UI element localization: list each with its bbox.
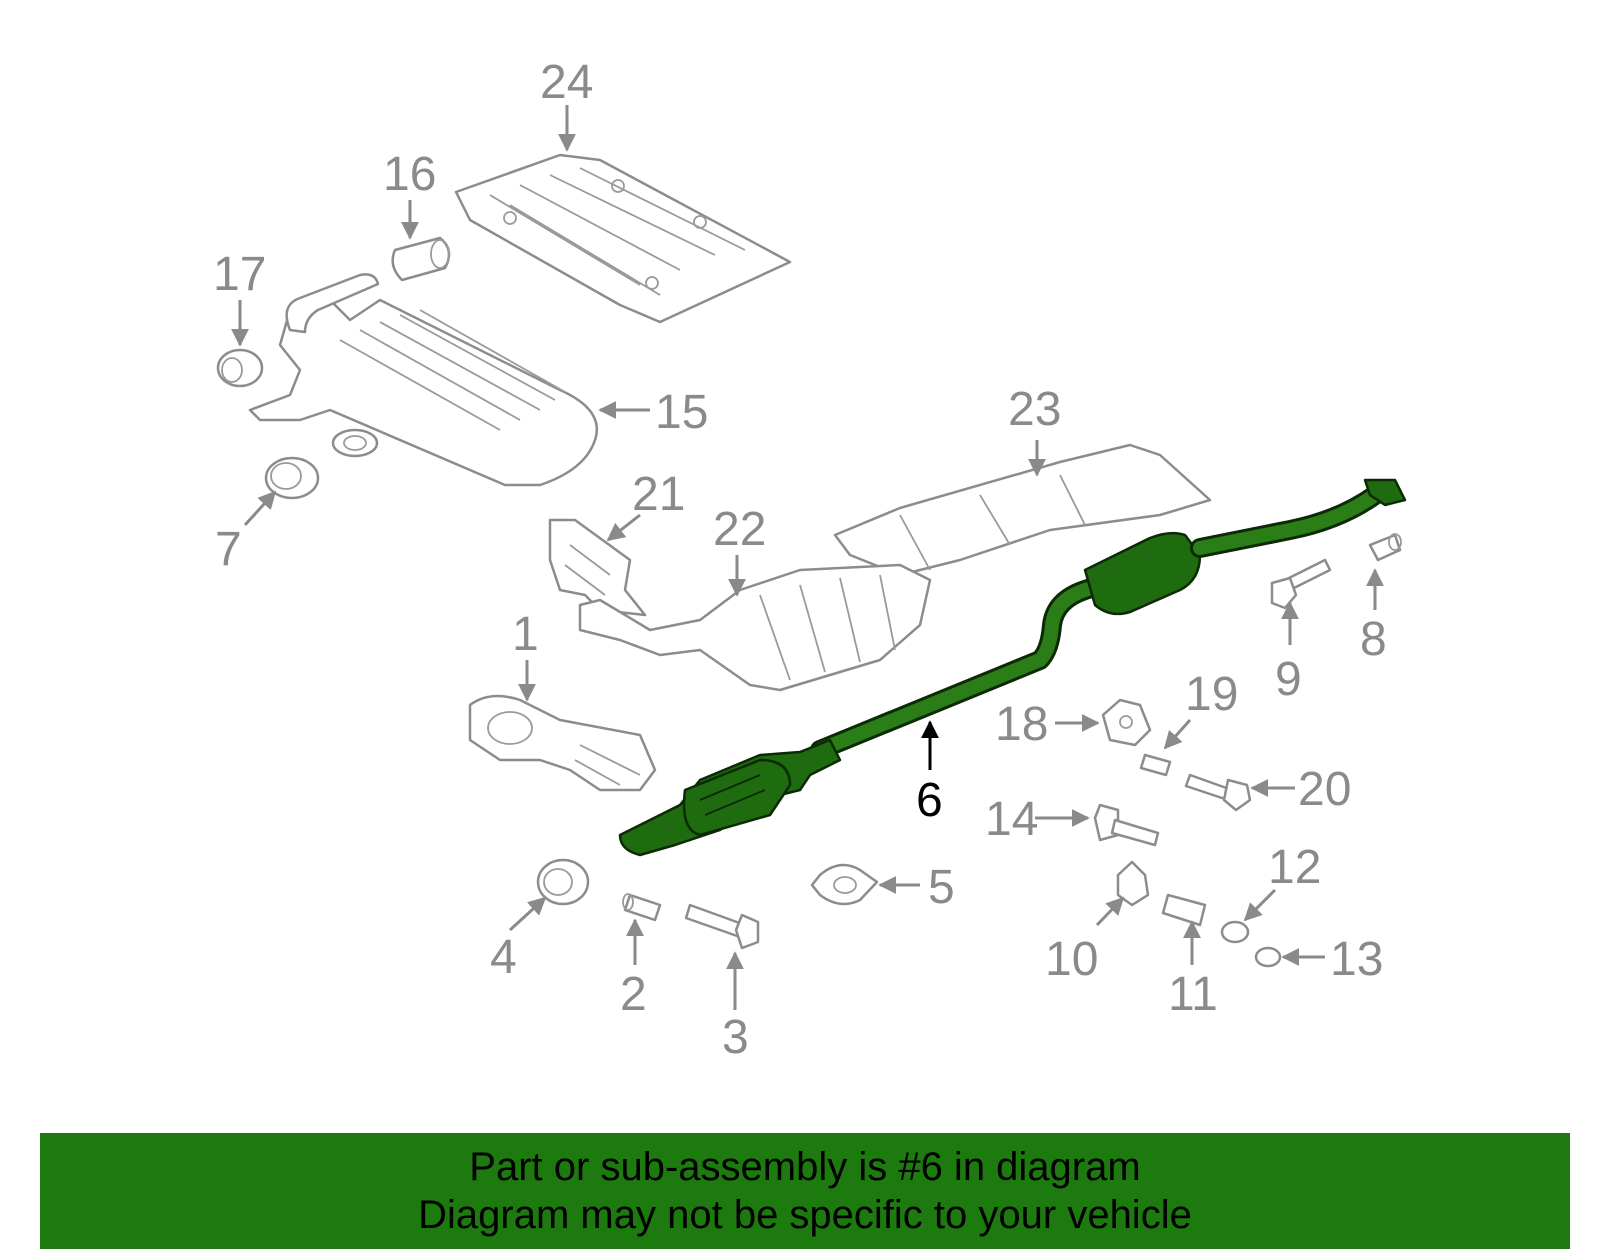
callout-7: 7	[215, 523, 242, 576]
bolt-3	[684, 903, 760, 950]
callout-16: 16	[383, 148, 436, 201]
muffler-15	[248, 273, 598, 487]
washer-13	[1254, 946, 1282, 968]
callout-23: 23	[1008, 383, 1061, 436]
gasket-5	[810, 863, 879, 906]
callout-21: 21	[632, 468, 685, 521]
info-banner: Part or sub-assembly is #6 in diagram Di…	[40, 1133, 1570, 1249]
stud-8	[1368, 533, 1402, 562]
callout-13: 13	[1330, 933, 1383, 986]
callout-1: 1	[512, 608, 539, 661]
mount-18	[1101, 698, 1152, 747]
callout-18: 18	[995, 698, 1048, 751]
gasket-7	[264, 456, 320, 500]
callout-20: 20	[1298, 763, 1351, 816]
callout-24: 24	[540, 56, 593, 109]
callout-17: 17	[213, 248, 266, 301]
washer-12	[1220, 920, 1250, 944]
heat-shield-24	[454, 153, 792, 324]
callout-6: 6	[916, 774, 943, 827]
mount-17	[216, 348, 264, 388]
hanger-16	[391, 236, 451, 282]
callout-10: 10	[1045, 933, 1098, 986]
callout-9: 9	[1275, 653, 1302, 706]
front-pipe-assembly-6	[618, 478, 1407, 857]
banner-line-2: Diagram may not be specific to your vehi…	[418, 1193, 1192, 1237]
callout-5: 5	[928, 861, 955, 914]
heat-shield-22	[578, 563, 932, 692]
collar-19	[1139, 753, 1172, 777]
callout-19: 19	[1185, 668, 1238, 721]
callout-14: 14	[985, 793, 1038, 846]
collar-11	[1161, 893, 1207, 927]
bolt-9	[1270, 558, 1332, 610]
callout-11: 11	[1168, 968, 1218, 1021]
callout-22: 22	[713, 503, 766, 556]
gasket-4	[536, 858, 590, 906]
leader-lines	[231, 105, 1384, 1010]
manifold-shield-1	[468, 694, 657, 792]
hanger-10	[1116, 860, 1150, 907]
callout-3: 3	[722, 1011, 749, 1064]
bolt-14	[1093, 803, 1160, 847]
bolt-20	[1184, 773, 1252, 812]
stud-2	[622, 893, 662, 922]
callout-2: 2	[620, 968, 647, 1021]
callout-15: 15	[655, 386, 708, 439]
callout-4: 4	[490, 931, 517, 984]
banner-line-1: Part or sub-assembly is #6 in diagram	[469, 1145, 1141, 1189]
callout-8: 8	[1360, 613, 1387, 666]
callout-12: 12	[1268, 841, 1321, 894]
